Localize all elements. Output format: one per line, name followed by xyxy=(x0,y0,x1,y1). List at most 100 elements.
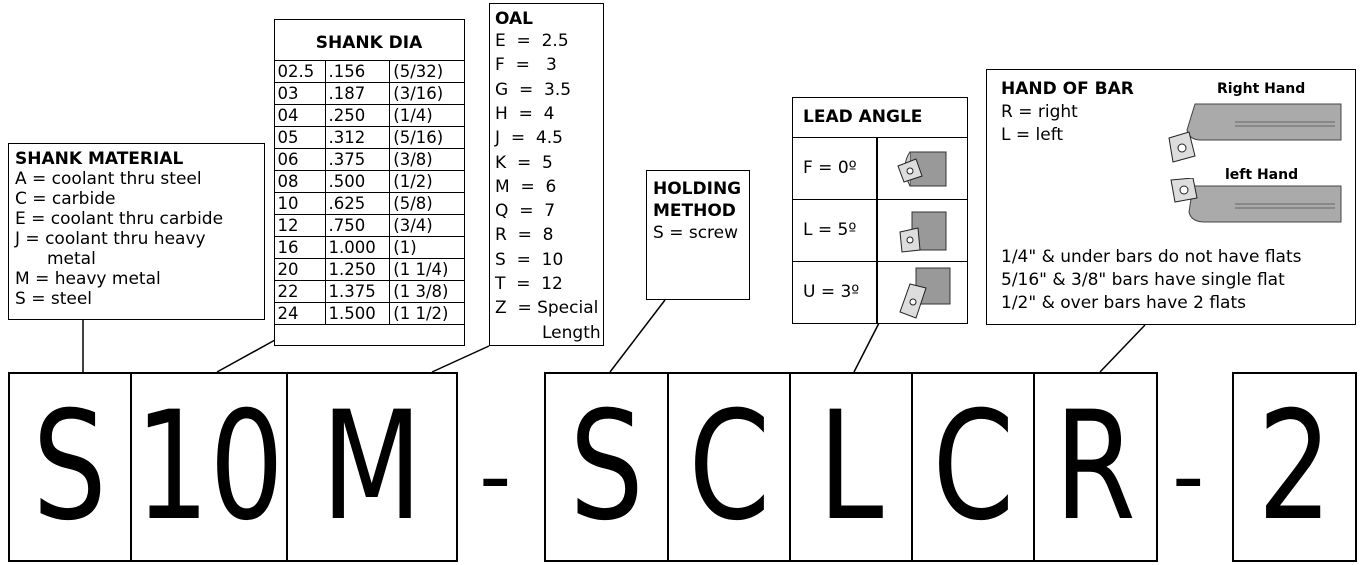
code-box-hand-of-bar: R xyxy=(1033,372,1158,562)
shank-dia-code: 12 xyxy=(273,214,326,237)
oal-line: S = 10 xyxy=(495,249,564,270)
insert-0deg-icon xyxy=(897,151,947,187)
oal-line: Z = Special xyxy=(495,298,599,319)
shank-dia-row: 08.500(1/2) xyxy=(273,170,465,193)
oal-line: G = 3.5 xyxy=(495,79,572,100)
shank-dia-row: 04.250(1/4) xyxy=(273,104,465,127)
shank-dia-fraction: (3/8) xyxy=(389,148,465,171)
oal-line: M = 6 xyxy=(495,176,557,197)
insert-3deg-icon xyxy=(899,267,951,319)
oal-line: J = 4.5 xyxy=(495,128,563,149)
lead-angle-row: U = 3º xyxy=(793,261,967,323)
hand-of-bar-line: L = left xyxy=(1001,125,1064,145)
lead-angle-row: L = 5º xyxy=(793,199,967,261)
hand-of-bar-note: 1/4" & under bars do not have flats xyxy=(1001,247,1302,267)
left-hand-bar-icon xyxy=(1170,178,1342,223)
oal-line: E = 2.5 xyxy=(495,31,569,51)
holding-method-title: HOLDING xyxy=(653,179,742,199)
oal-line: T = 12 xyxy=(495,274,563,294)
shank-dia-decimal: .750 xyxy=(324,214,391,237)
oal-line: Q = 7 xyxy=(495,201,556,222)
shank-dia-row: 02.5.156(5/32) xyxy=(273,60,465,83)
shank-dia-decimal: .156 xyxy=(324,60,391,83)
shank-material-line: C = carbide xyxy=(15,189,116,209)
shank-material-line: M = heavy metal xyxy=(15,269,161,289)
code-box-insert-size: 2 xyxy=(1232,372,1357,562)
shank-dia-row: 05.312(5/16) xyxy=(273,126,465,149)
code-box-oal: M xyxy=(286,372,458,562)
code-separator: - xyxy=(1172,424,1205,529)
shank-material-line: A = coolant thru steel xyxy=(15,169,202,189)
shank-dia-fraction: (1/4) xyxy=(389,104,465,127)
shank-dia-fraction: (5/16) xyxy=(389,126,465,149)
shank-dia-row: 06.375(3/8) xyxy=(273,148,465,171)
hand-of-bar-title: HAND OF BAR xyxy=(1001,79,1134,99)
shank-dia-fraction: (1 1/2) xyxy=(389,302,465,325)
shank-dia-fraction: (1 3/8) xyxy=(389,280,465,303)
shank-material-box: SHANK MATERIAL A = coolant thru steel C … xyxy=(8,143,265,320)
hand-of-bar-line: R = right xyxy=(1001,102,1078,122)
shank-dia-fraction: (1) xyxy=(389,236,465,259)
shank-dia-fraction: (1/2) xyxy=(389,170,465,193)
shank-dia-table: 02.5.156(5/32)03.187(3/16)04.250(1/4)05.… xyxy=(273,60,465,325)
shank-dia-decimal: 1.375 xyxy=(324,280,391,303)
shank-material-line: J = coolant thru heavy xyxy=(15,229,206,249)
shank-dia-decimal: 1.250 xyxy=(324,258,391,281)
shank-dia-code: 24 xyxy=(273,302,326,325)
hand-of-bar-note: 5/16" & 3/8" bars have single flat xyxy=(1001,270,1285,290)
shank-dia-code: 08 xyxy=(273,170,326,193)
oal-line: K = 5 xyxy=(495,152,553,173)
shank-dia-code: 02.5 xyxy=(273,60,326,83)
hand-of-bar-box: HAND OF BAR R = right L = left Right Han… xyxy=(986,69,1356,325)
shank-dia-title: SHANK DIA xyxy=(315,33,423,53)
code-box-shank-dia: 10 xyxy=(130,372,288,562)
shank-dia-decimal: .312 xyxy=(324,126,391,149)
shank-dia-decimal: .375 xyxy=(324,148,391,171)
oal-line: Length xyxy=(542,322,601,343)
shank-dia-box: SHANK DIA 02.5.156(5/32)03.187(3/16)04.2… xyxy=(273,19,465,346)
oal-box: OAL E = 2.5 F = 3 G = 3.5 H = 4 J = 4.5 K = 5… xyxy=(489,3,604,346)
shank-dia-fraction: (5/8) xyxy=(389,192,465,215)
shank-dia-row: 03.187(3/16) xyxy=(273,82,465,105)
lead-angle-label: U = 3º xyxy=(803,282,860,302)
shank-dia-code: 20 xyxy=(273,258,326,281)
holding-method-value: S = screw xyxy=(653,223,739,243)
shank-dia-code: 03 xyxy=(273,82,326,105)
shank-material-line: S = steel xyxy=(15,289,93,309)
shank-dia-row: 10.625(5/8) xyxy=(273,192,465,215)
oal-line: F = 3 xyxy=(495,55,557,76)
shank-dia-code: 04 xyxy=(273,104,326,127)
holding-method-title: METHOD xyxy=(653,201,736,221)
shank-dia-decimal: .500 xyxy=(324,170,391,193)
code-separator: - xyxy=(479,424,512,529)
code-box-lead-angle: L xyxy=(789,372,913,562)
left-hand-label: left Hand xyxy=(1225,167,1299,183)
shank-material-title: SHANK MATERIAL xyxy=(15,149,184,169)
shank-dia-code: 06 xyxy=(273,148,326,171)
shank-dia-code: 10 xyxy=(273,192,326,215)
shank-dia-code: 16 xyxy=(273,236,326,259)
shank-dia-decimal: 1.500 xyxy=(324,302,391,325)
code-box-holding-method: S xyxy=(544,372,669,562)
shank-dia-row: 12.750(3/4) xyxy=(273,214,465,237)
lead-angle-row: F = 0º xyxy=(793,137,967,199)
insert-5deg-icon xyxy=(899,211,947,253)
right-hand-bar-icon xyxy=(1168,103,1342,163)
oal-line: H = 4 xyxy=(495,103,555,124)
oal-title: OAL xyxy=(495,9,533,29)
lead-angle-label: F = 0º xyxy=(803,158,857,178)
code-box-shank-material: S xyxy=(8,372,132,562)
shank-dia-fraction: (5/32) xyxy=(389,60,465,83)
lead-angle-label: L = 5º xyxy=(803,220,857,240)
shank-dia-fraction: (3/4) xyxy=(389,214,465,237)
holding-method-box: HOLDING METHOD S = screw xyxy=(646,170,750,300)
hand-of-bar-note: 1/2" & over bars have 2 flats xyxy=(1001,293,1246,313)
shank-material-line: metal xyxy=(47,249,96,269)
shank-dia-decimal: .625 xyxy=(324,192,391,215)
shank-dia-decimal: .250 xyxy=(324,104,391,127)
shank-material-line: E = coolant thru carbide xyxy=(15,209,224,229)
